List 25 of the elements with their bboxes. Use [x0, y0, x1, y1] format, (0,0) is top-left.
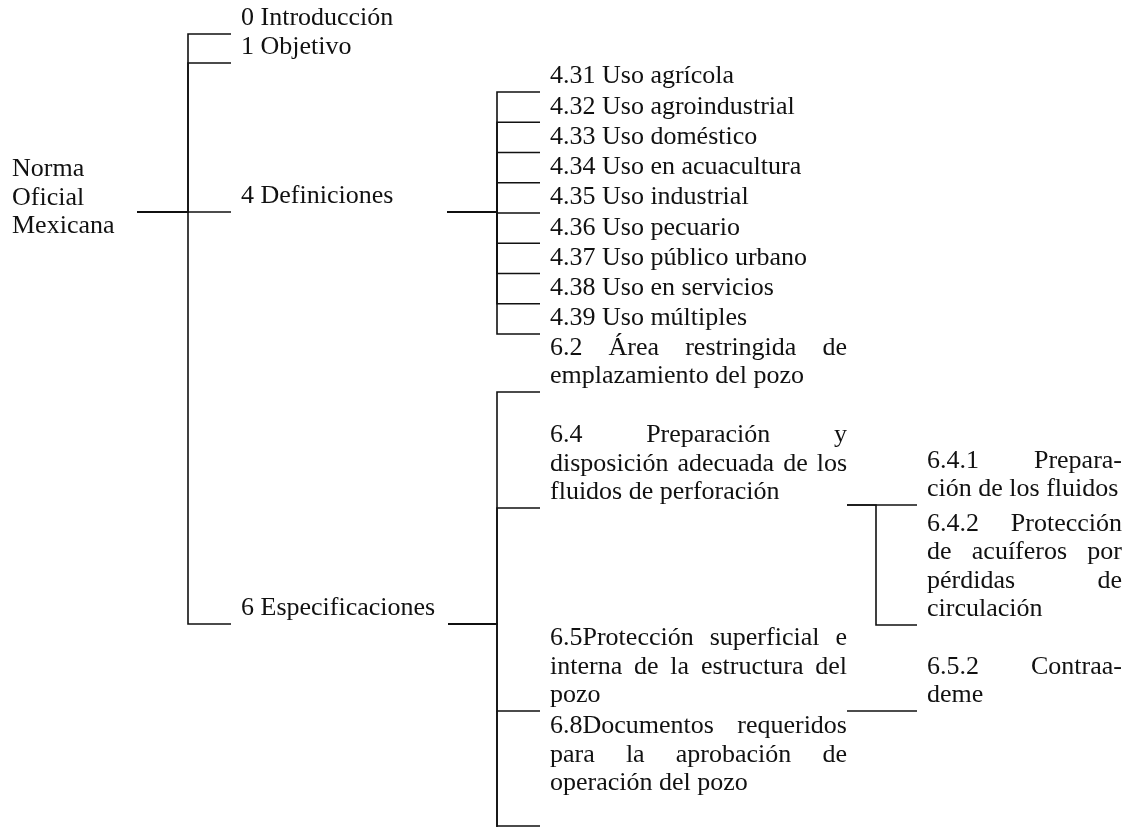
outline-heading: 4.36 Uso pecuario: [550, 212, 741, 242]
outline-heading: 6.5Protección superficial e interna de la estructura del pozo: [550, 623, 847, 709]
outline-heading: 4.34 Uso en acuacultura: [550, 152, 803, 181]
outline-heading: 6.4 Preparación y disposición adecuada de los fluidos de perforación: [550, 420, 847, 506]
connector-line: [846, 710, 918, 712]
outline-heading: 6.8Documentos requeridos para la aprobación de operación del pozo: [550, 711, 847, 799]
outline-heading: 4 Definiciones: [241, 181, 395, 210]
outline-heading: 4.33 Uso doméstico: [550, 121, 759, 151]
outline-heading: 4.31 Uso agrícola: [550, 61, 736, 90]
outline-heading: 1 Objetivo: [241, 32, 353, 61]
outline-heading: 4.39 Uso múltiples: [550, 303, 749, 332]
outline-heading: 6.5.2 Contraa- deme: [927, 651, 1122, 709]
outline-heading: 4.35 Uso industrial: [550, 182, 750, 211]
outline-heading: 6 Especificaciones: [241, 593, 436, 622]
outline-heading: 6.4.2 Protección de acuíferos por pérdidas de circulación: [927, 508, 1122, 623]
connector-line: [846, 504, 918, 626]
connector-line: [136, 211, 232, 625]
outline-heading: Norma Oficial Mexicana: [12, 154, 116, 240]
outline-heading: 0 Introducción: [241, 3, 395, 32]
outline-heading: 6.4.1 Prepara- ción de los fluidos: [927, 445, 1122, 503]
outline-heading: 4.32 Uso agroindustrial: [550, 91, 796, 121]
outline-heading: 4.38 Uso en servicios: [550, 273, 775, 302]
connector-line: [447, 623, 541, 827]
outline-heading: 4.37 Uso público urbano: [550, 242, 809, 272]
outline-heading: 6.2 Área restringida de emplazamiento del pozo: [550, 332, 847, 390]
